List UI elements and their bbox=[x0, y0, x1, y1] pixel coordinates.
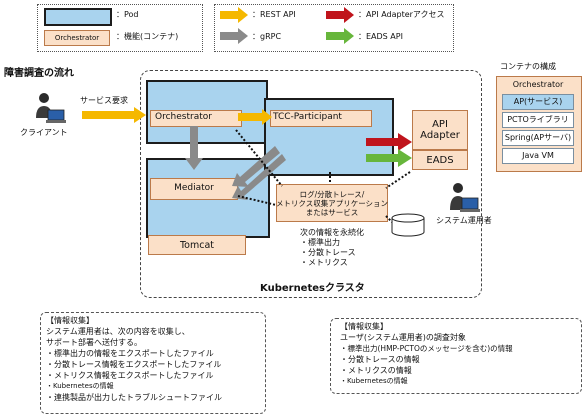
cluster-label: Kubernetesクラスタ bbox=[260, 283, 365, 294]
tcc-adapter-arrow bbox=[366, 133, 412, 151]
tcc-participant-node: TCC-Participant bbox=[270, 110, 372, 127]
container-config-title: コンテナの構成 bbox=[500, 62, 556, 71]
note-right bbox=[330, 318, 582, 394]
legend-eads-arrow bbox=[326, 28, 354, 44]
orchestrator-log-line bbox=[235, 129, 283, 187]
container-layer-jvm: Java VM bbox=[502, 148, 574, 164]
legend-rest-label: ：REST API bbox=[252, 10, 296, 19]
note-left-line: ・標準出力の情報をエクスポートしたファイル bbox=[46, 349, 214, 358]
note-left-line: ・Kubernetesの情報 bbox=[46, 382, 114, 390]
note-right-line: 【情報収集】 bbox=[340, 322, 388, 331]
orchestrator-tcc-rest-arrow bbox=[238, 109, 272, 125]
legend-rest-arrow bbox=[220, 7, 248, 23]
note-right-line: ・標準出力(HMP-PCTOのメッセージを含む)の情報 bbox=[340, 344, 513, 353]
tomcat-node: Tomcat bbox=[148, 235, 246, 255]
client-request-label: サービス要求 bbox=[80, 96, 128, 105]
container-layer-ap: AP(サービス) bbox=[502, 94, 574, 110]
operator-person-icon bbox=[450, 183, 480, 212]
container-layer-orchestrator: Orchestrator bbox=[512, 80, 564, 89]
system-operator-label: システム運用者 bbox=[436, 216, 492, 225]
note-right-line: ・メトリクスの情報 bbox=[340, 366, 412, 375]
persist-item: ・標準出力 bbox=[300, 238, 340, 247]
note-left-line: ・分散トレース情報をエクスポートしたファイル bbox=[46, 360, 222, 369]
persist-item: ・メトリクス bbox=[300, 258, 348, 267]
tcc-mediator-grpc-arrow-1 bbox=[232, 146, 280, 187]
mediator-log-line bbox=[237, 195, 277, 206]
legend-adapter-label: ：API Adapterアクセス bbox=[358, 10, 445, 19]
api-adapter-node: API Adapter bbox=[412, 110, 468, 150]
tcc-mediator-grpc-arrow-2 bbox=[232, 154, 286, 200]
page-title: 障害調査の流れ bbox=[4, 68, 74, 79]
orchestrator-mediator-grpc-arrow bbox=[185, 126, 203, 170]
kubernetes-cluster bbox=[140, 70, 482, 298]
log-collection-app: ログ/分散トレース/ メトリクス収集アプリケーション またはサービス bbox=[276, 184, 388, 222]
log-db-line bbox=[385, 215, 393, 223]
legend-grpc-label: ：gRPC bbox=[252, 32, 282, 41]
api-log-line bbox=[385, 171, 411, 189]
client-label: クライアント bbox=[20, 128, 68, 137]
persist-item: ・分散トレース bbox=[300, 248, 356, 257]
note-right-line: ・Kubernetesの情報 bbox=[340, 377, 408, 385]
note-left-line: システム運用者は、次の内容を収集し、 bbox=[46, 327, 190, 336]
legend-grpc-arrow bbox=[220, 28, 248, 44]
legend-adapter-arrow bbox=[326, 7, 354, 23]
note-left-line: ・連携製品が出力したトラブルシュートファイル bbox=[46, 393, 222, 402]
tcc-eads-arrow bbox=[366, 149, 412, 167]
legend-pod-label: ：Pod bbox=[116, 10, 139, 19]
legend-pod-swatch bbox=[44, 8, 112, 26]
container-layer-spring: Spring(APサーバ) bbox=[502, 130, 574, 146]
note-left-line: ・メトリクス情報をエクスポートしたファイル bbox=[46, 371, 214, 380]
client-person-icon bbox=[36, 93, 66, 123]
legend-function-label: ：機能(コンテナ) bbox=[116, 32, 179, 41]
legend-arrows bbox=[220, 7, 354, 44]
legend-eads-label: ：EADS API bbox=[358, 32, 403, 41]
container-layer-pcto: PCTOライブラリ bbox=[502, 112, 574, 128]
eads-node: EADS bbox=[412, 150, 468, 170]
note-right-line: ユーザ(システム運用者)の調査対象 bbox=[340, 333, 466, 342]
note-right-line: ・分散トレースの情報 bbox=[340, 355, 420, 364]
note-left bbox=[40, 312, 266, 414]
note-left-line: サポート部署へ送付する。 bbox=[46, 338, 142, 347]
note-left-line: 【情報収集】 bbox=[46, 316, 94, 325]
client-rest-arrow bbox=[82, 107, 146, 123]
persist-title: 次の情報を永続化 bbox=[300, 228, 364, 237]
database-icon bbox=[391, 213, 425, 237]
legend-function-swatch: Orchestrator bbox=[44, 30, 110, 46]
